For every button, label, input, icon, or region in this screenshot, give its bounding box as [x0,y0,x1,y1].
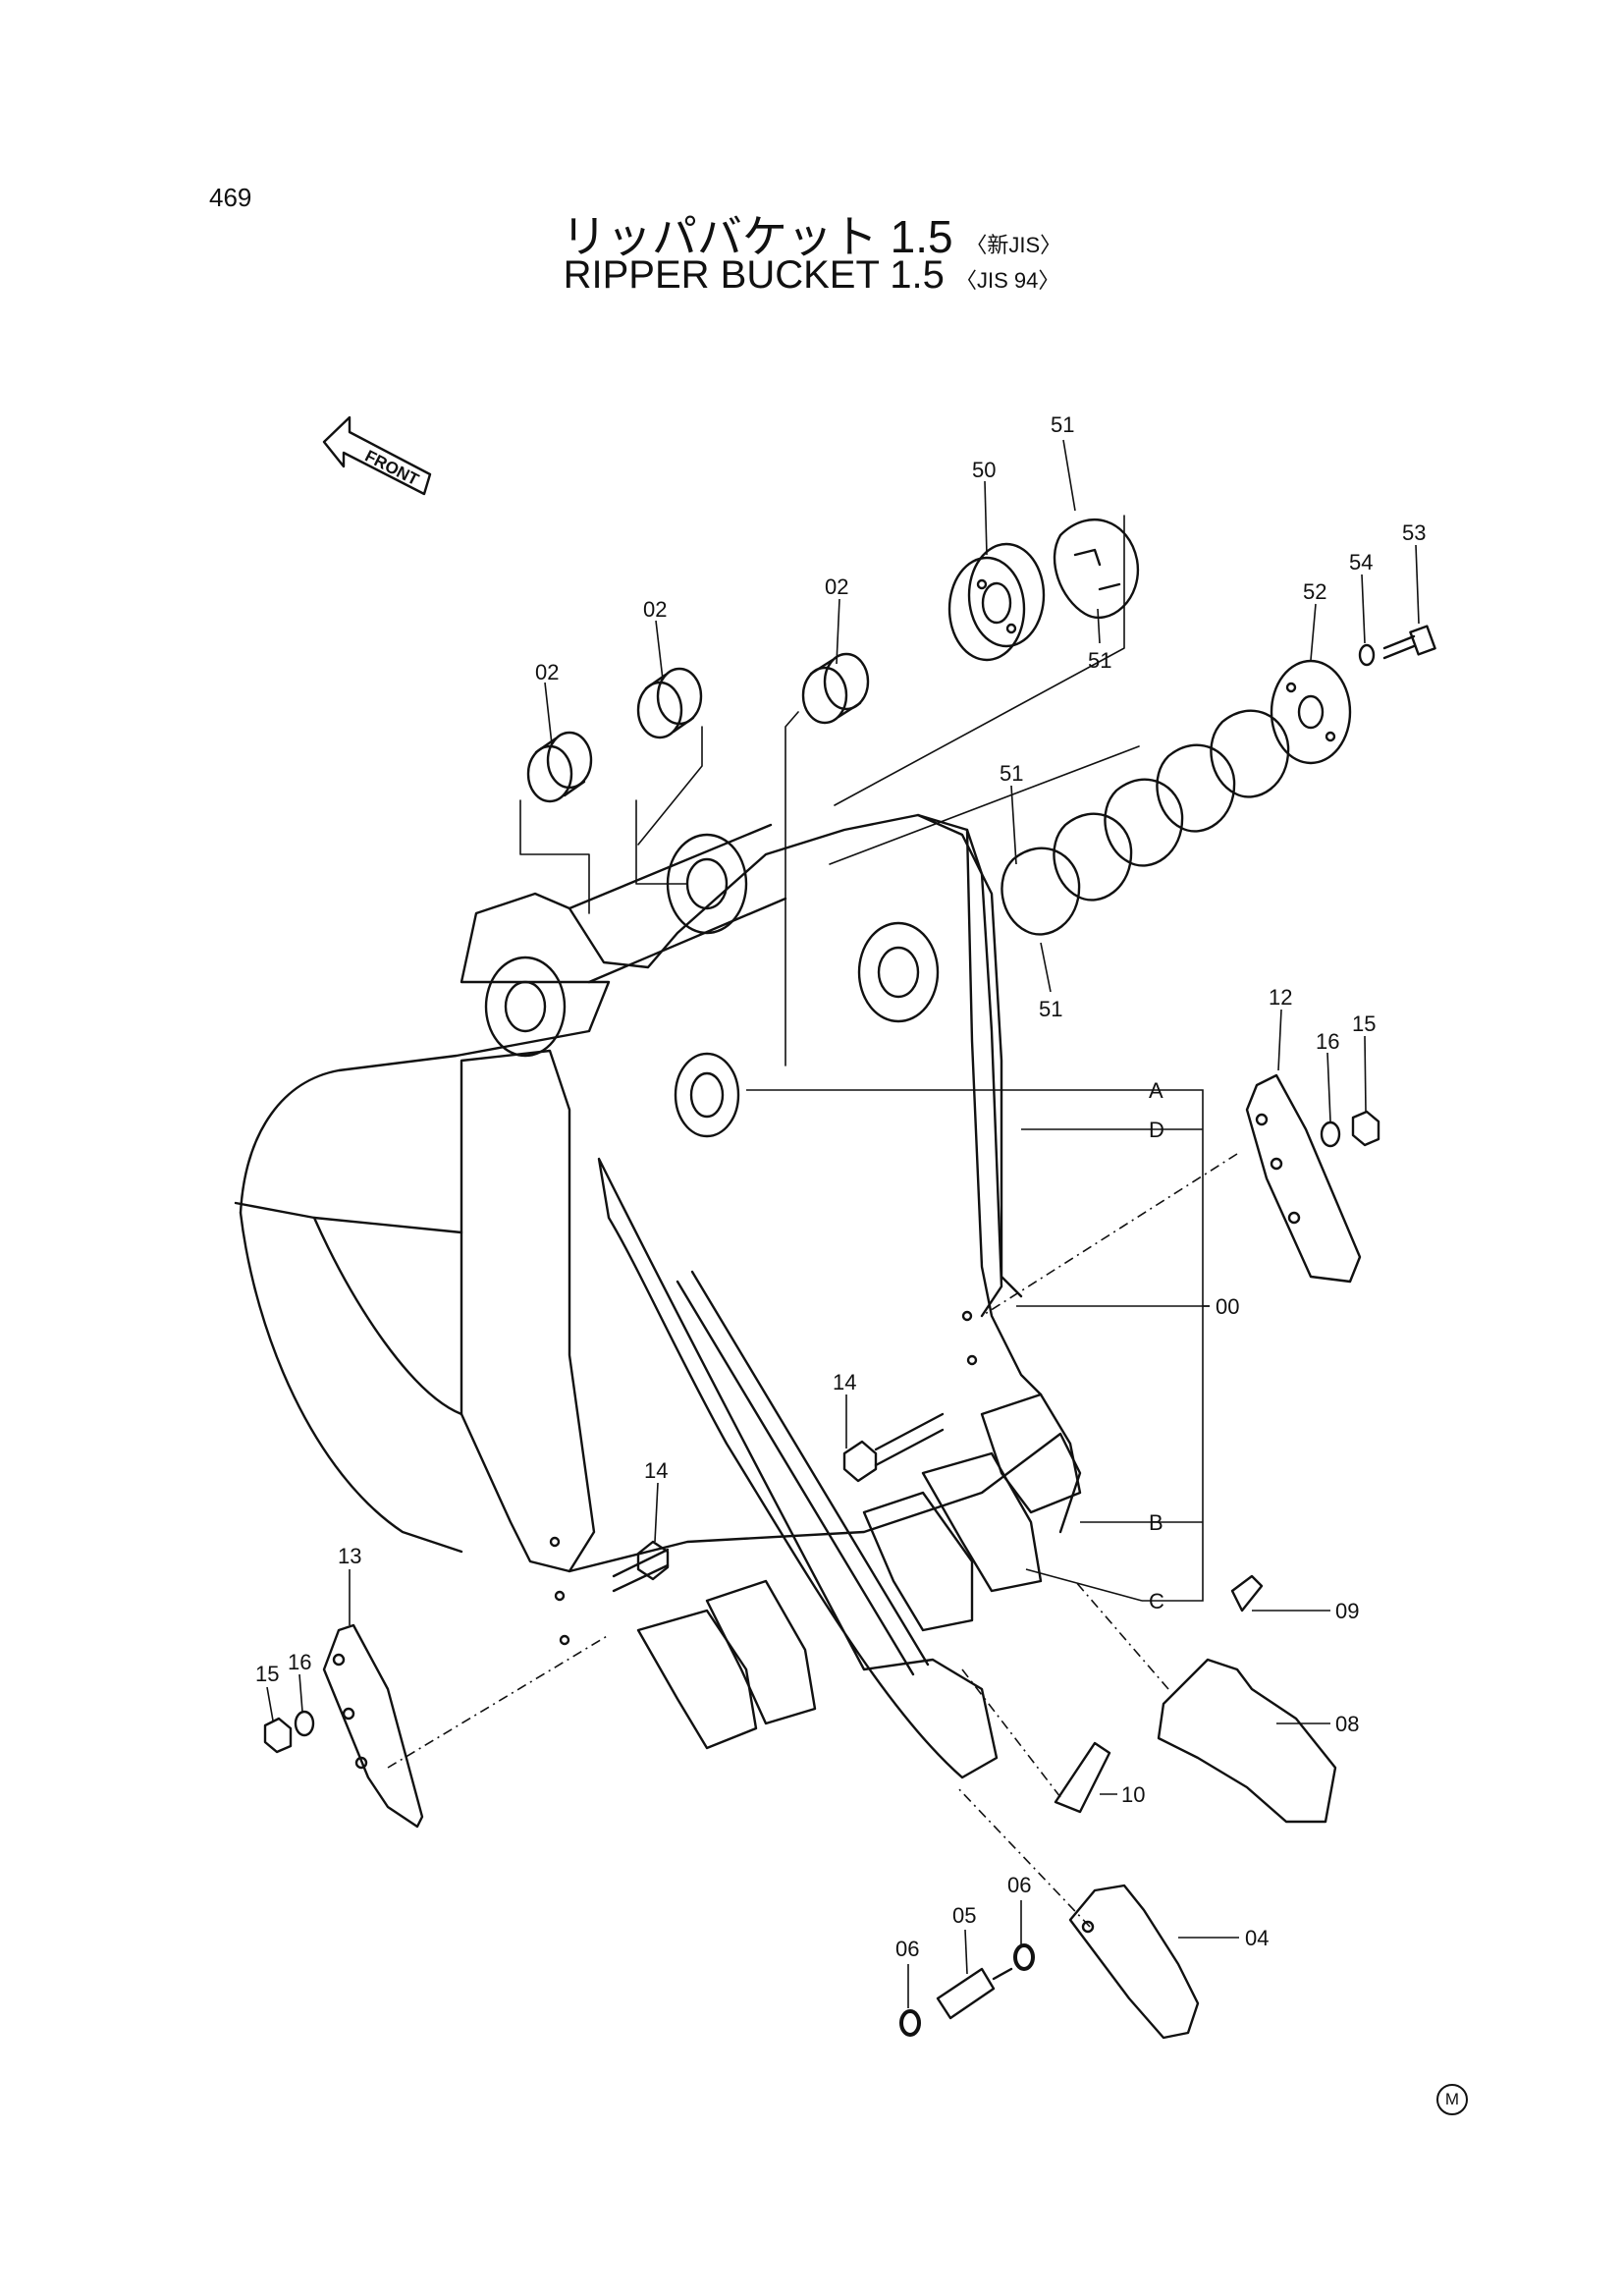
title-english: RIPPER BUCKET 1.5 〈JIS 94〉 [0,253,1623,298]
title-japanese: リッパバケット 1.5 〈新JIS〉 [0,201,1623,266]
boss-50 [947,542,1046,662]
callout-13: 13 [338,1544,361,1568]
page-number: 469 [209,183,252,212]
callout-D: D [1149,1118,1164,1142]
shim-51-top [1053,519,1140,620]
callout-14-lower: 14 [644,1458,668,1483]
callout-02-right: 02 [825,574,848,599]
callout-05: 05 [952,1903,976,1928]
washer-54 [1358,643,1376,667]
bucket-body [234,813,1082,1779]
side-cutter-12 [1245,1073,1362,1284]
bushing-02-right [801,652,870,725]
bolt-53 [1382,625,1436,660]
pin-10 [1054,1741,1111,1814]
front-arrow-icon [322,415,432,496]
tooth-08 [1157,1658,1337,1824]
ring-06-left [899,2009,921,2037]
callout-53: 53 [1402,520,1426,545]
callout-00: 00 [1216,1294,1239,1319]
callout-06-right: 06 [1007,1873,1031,1897]
callout-15-right: 15 [1352,1011,1376,1036]
callout-08: 08 [1335,1712,1359,1736]
washer-16-right [1320,1121,1341,1148]
bushing-02-middle [636,667,703,739]
title-jp-text: リッパバケット 1.5 [561,211,953,262]
bolt-14-lower [612,1540,670,1593]
callout-16-left: 16 [288,1650,311,1674]
callout-C: C [1149,1589,1164,1613]
title-en-text: RIPPER BUCKET 1.5 [563,253,945,297]
callout-04: 04 [1245,1926,1269,1950]
callout-15-left: 15 [255,1662,279,1686]
callout-52: 52 [1303,579,1326,604]
callout-51-mid: 51 [1088,648,1111,673]
callout-02-left: 02 [535,660,559,684]
callout-51-top: 51 [1051,412,1074,437]
ring-06-right [1013,1943,1035,1971]
pin-09 [1230,1574,1264,1613]
callout-54: 54 [1349,550,1373,574]
plate-52 [1270,659,1352,765]
nut-15-right [1351,1110,1380,1147]
callout-12: 12 [1269,985,1292,1010]
callout-A: A [1149,1078,1163,1103]
shim-51-stack [1001,709,1290,936]
tooth-04 [1068,1884,1200,2040]
side-cutter-13 [322,1623,424,1829]
nut-15-left [263,1717,293,1754]
title-en-spec: 〈JIS 94〉 [955,268,1060,293]
pin-05 [936,1967,1013,2020]
callout-51-stack: 51 [1000,761,1023,786]
callout-10: 10 [1121,1782,1145,1807]
bushing-02-left [526,731,593,803]
callout-06-left: 06 [895,1937,919,1961]
callout-B: B [1149,1510,1163,1535]
bolt-14-upper [842,1412,945,1483]
callout-02-middle: 02 [643,597,667,622]
callout-50: 50 [972,458,996,482]
callout-16-right: 16 [1316,1029,1339,1054]
callout-14-upper: 14 [833,1370,856,1394]
title-jp-spec: 〈新JIS〉 [965,233,1062,257]
callout-09: 09 [1335,1599,1359,1623]
callout-51-lower: 51 [1039,997,1062,1021]
washer-16-left [294,1710,315,1737]
footer-mark: M [1436,2084,1468,2115]
